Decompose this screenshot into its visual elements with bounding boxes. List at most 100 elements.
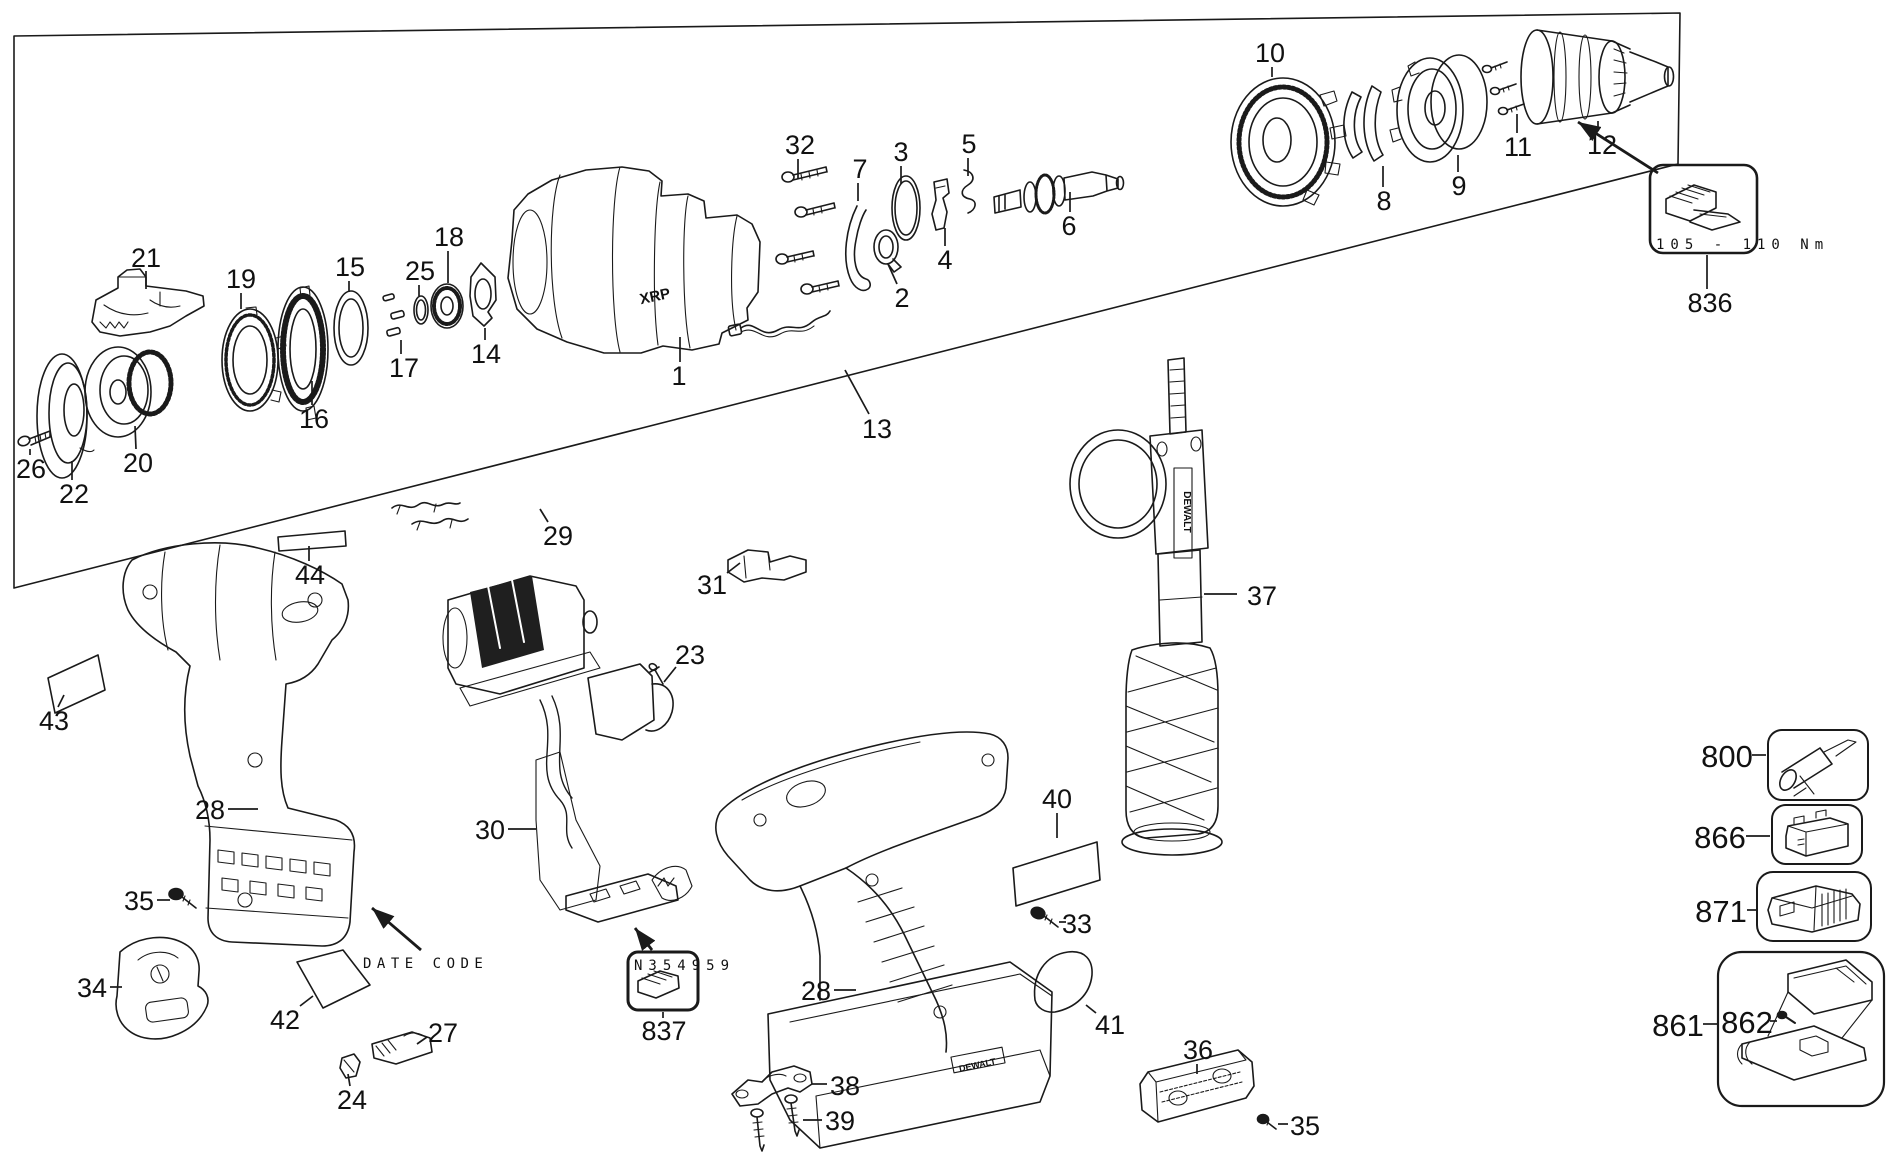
label-11: 11 [1504,132,1532,162]
part-26-screw-art [17,430,51,447]
label-22: 22 [59,479,89,509]
part-19-ring-gear-art [221,306,287,412]
label-24: 24 [337,1085,367,1115]
part-35-screw-lower-art [1256,1113,1277,1130]
label-dewalt-foot: DEWALT [958,1056,997,1074]
label-17: 17 [389,353,419,383]
label-15: 15 [335,252,365,282]
part-11-screws-art [1481,61,1525,116]
label-28R: 28 [801,976,831,1006]
label-19: 19 [226,264,256,294]
label-32: 32 [785,130,815,160]
leader-23 [663,666,677,683]
part-16-ring-gear-art [277,285,329,421]
part-36-foot-plate-art [1139,1049,1255,1123]
callout-836-box [1648,163,1759,255]
leader-43 [57,694,65,708]
leader-41 [1085,1004,1097,1014]
part-24-clip-art [339,1053,361,1079]
label-26: 26 [16,454,46,484]
label-41: 41 [1095,1010,1125,1040]
part-39-screws-art [750,1094,800,1152]
label-9: 9 [1451,171,1466,201]
label-35UL: 35 [124,886,154,916]
part-35-screw-upper-art [168,887,197,909]
part-21-shift-bracket-art [91,268,205,337]
label-42: 42 [270,1005,300,1035]
accessory-800-box [1767,729,1869,801]
part-837-art [637,970,680,999]
leader-13 [844,369,870,415]
part-20-planet-carrier-art [84,346,174,438]
part-14-washer-art [469,262,497,327]
part-2-retainer-art [873,229,902,273]
label-25: 25 [405,256,435,286]
label-866: 866 [1694,820,1746,855]
part-34-belt-hook-art [115,936,209,1040]
part-18-gear-art [430,283,464,329]
label-7: 7 [852,154,867,184]
label-serial-note: N354959 [634,958,735,974]
label-21: 21 [131,243,161,273]
label-38: 38 [830,1071,860,1101]
part-28-right-housing-art [715,731,1053,1149]
label-33: 33 [1062,909,1092,939]
label-1: 1 [671,361,686,391]
arrow-836-to-12 [1577,120,1659,175]
leader-24 [347,1073,351,1087]
part-6-spindle-art [993,171,1125,215]
label-16: 16 [299,404,329,434]
exploded-view-boundary [13,12,1681,589]
part-40-label-sticker [1012,841,1101,907]
arrow-837-to-switch [633,927,656,951]
label-4: 4 [937,245,952,275]
part-9-front-retainer-art [1389,54,1488,163]
label-43: 43 [39,706,69,736]
part-42-label-sticker [296,949,371,1009]
part-836-art [1665,184,1741,231]
arrow-date-code [371,906,422,952]
label-34: 34 [77,973,107,1003]
label-20: 20 [123,448,153,478]
part-866-battery-art [1785,809,1849,857]
part-44-label-sticker [277,530,347,552]
label-871: 871 [1695,894,1747,929]
label-13: 13 [862,414,892,444]
label-836: 836 [1687,288,1732,318]
part-13-wire-art [727,310,831,338]
label-36: 36 [1183,1035,1213,1065]
part-8-brake-pads-art [1343,85,1384,162]
leader-27 [416,1036,428,1045]
leader-29 [539,508,549,523]
label-39: 39 [825,1106,855,1136]
part-7-brake-band-art [845,205,871,292]
label-31: 31 [697,570,727,600]
part-43-label-sticker [47,654,106,714]
label-35BR: 35 [1290,1111,1320,1141]
label-10: 10 [1255,38,1285,68]
label-6: 6 [1061,211,1076,241]
label-40: 40 [1042,784,1072,814]
part-5-clip-art [961,169,976,214]
label-23: 23 [675,640,705,670]
part-31-connector-art [727,549,807,583]
label-862: 862 [1721,1005,1773,1040]
accessory-871-box [1756,871,1872,942]
part-38-bracket-art [731,1065,813,1107]
part-37-side-handle-art [1069,357,1223,856]
label-800: 800 [1701,739,1753,774]
part-33-screw-art [1030,906,1059,928]
label-29: 29 [543,521,573,551]
leader-20 [134,425,137,450]
part-41-label-sticker [1033,950,1093,1013]
label-18: 18 [434,222,464,252]
label-torque-note: 105 - 110 Nm [1656,237,1829,253]
part-871-charger-art [1767,885,1861,933]
label-14: 14 [471,339,501,369]
label-5: 5 [961,129,976,159]
label-27: 27 [428,1018,458,1048]
part-25-oring-art [413,295,429,325]
